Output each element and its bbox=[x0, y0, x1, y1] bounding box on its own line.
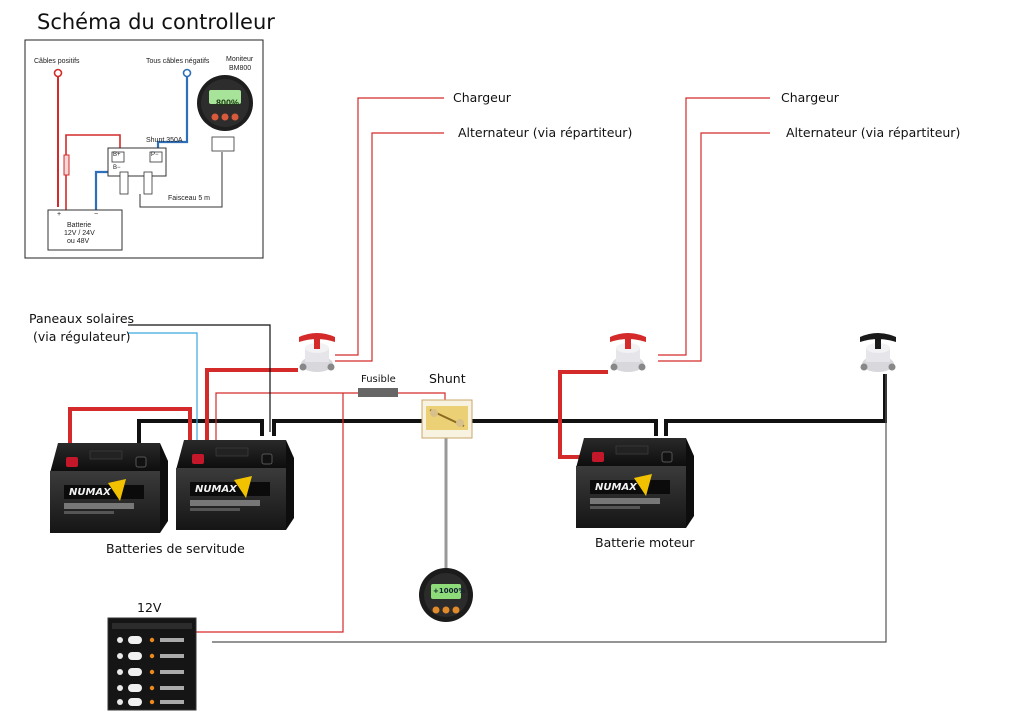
switch-panel-12v bbox=[107, 617, 197, 711]
inset-battery-plus: + bbox=[57, 211, 62, 218]
inset-positive-label: Câbles positifs bbox=[34, 58, 80, 65]
battery-switch-engine[interactable] bbox=[610, 333, 646, 372]
inset-battery-line1: Batterie bbox=[67, 222, 92, 229]
engine-battery-brand: NUMAX bbox=[595, 482, 637, 493]
inset-harness-label: Faisceau 5 m bbox=[168, 195, 211, 202]
fuse bbox=[358, 388, 398, 397]
inset-battery-line2: 12V / 24V bbox=[64, 230, 95, 237]
inset-negative-label: Tous câbles négatifs bbox=[146, 58, 210, 65]
inset-shunt-bplus: B+ bbox=[113, 152, 121, 158]
label-engine-battery: Batterie moteur bbox=[595, 535, 695, 550]
label-alternator-right: Alternateur (via répartiteur) bbox=[786, 125, 961, 140]
other-wires bbox=[128, 324, 887, 643]
monitor-display-value: +1000% bbox=[433, 587, 466, 595]
label-solar-2: (via régulateur) bbox=[33, 329, 131, 344]
inset-shunt-pminus: P− bbox=[151, 152, 159, 158]
inset-monitor-label-1: Moniteur bbox=[226, 56, 254, 63]
label-alternator-left: Alternateur (via répartiteur) bbox=[458, 125, 633, 140]
inset-shunt-bminus: B− bbox=[113, 165, 121, 171]
battery-switch-negative[interactable] bbox=[860, 333, 896, 372]
battery-2-brand: NUMAX bbox=[195, 484, 237, 495]
inset-monitor-label-2: BM800 bbox=[229, 65, 252, 72]
label-solar-1: Paneaux solaires bbox=[29, 311, 135, 326]
battery-monitor bbox=[419, 568, 473, 622]
label-fuse: Fusible bbox=[361, 374, 396, 385]
diagram-title: Schéma du controlleur bbox=[37, 10, 275, 34]
inset-battery-minus: − bbox=[94, 211, 99, 218]
label-shunt: Shunt bbox=[429, 371, 466, 386]
positive-wires bbox=[68, 368, 608, 459]
inset-monitor-display: 800% bbox=[216, 98, 240, 108]
battery-switch-service[interactable] bbox=[299, 333, 335, 372]
thin-red-wires bbox=[192, 97, 770, 633]
label-charger-right: Chargeur bbox=[781, 90, 839, 105]
inset-battery-line3: ou 48V bbox=[67, 238, 90, 245]
battery-1-brand: NUMAX bbox=[69, 487, 111, 498]
controller-inset bbox=[24, 39, 264, 259]
label-service-batteries: Batteries de servitude bbox=[106, 541, 245, 556]
inset-shunt-label: Shunt 350A bbox=[146, 137, 183, 144]
label-12v: 12V bbox=[137, 600, 162, 615]
shunt bbox=[421, 399, 473, 439]
label-charger-left: Chargeur bbox=[453, 90, 511, 105]
